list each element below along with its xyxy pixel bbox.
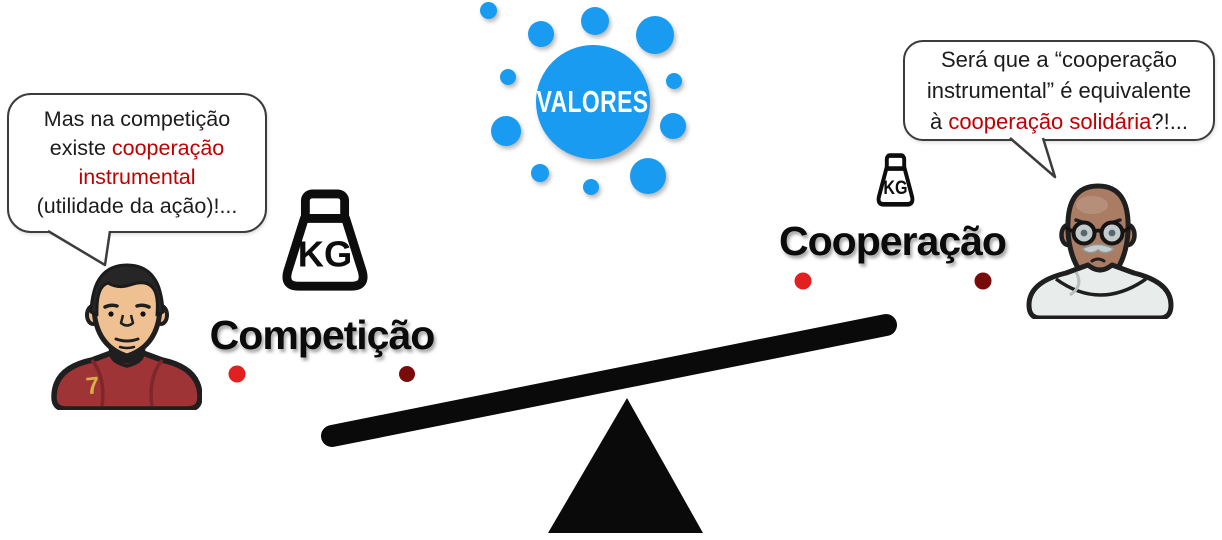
weight-kg-icon: KG (876, 153, 915, 207)
right-speech-bubble: Será que a “cooperação instrumental” é e… (903, 40, 1215, 141)
jersey-number: 7 (85, 372, 101, 400)
cooperacao-label: Cooperação (779, 218, 1007, 264)
robe-fold (1054, 277, 1147, 297)
cooperacao-underline (794, 272, 992, 290)
right-bubble-tail (1009, 137, 1057, 179)
burst-dot (630, 158, 666, 194)
collar (109, 351, 145, 368)
left-speech-bubble: Mas na competição existe cooperação inst… (7, 93, 267, 233)
bubble-line: (utilidade da ação)!... (36, 194, 238, 218)
burst-dot (491, 116, 521, 146)
valores-circle: VALORES (536, 45, 650, 159)
weight-kg-icon: KG (282, 189, 368, 291)
left-bubble-tail (47, 229, 112, 267)
gandhi-avatar (1026, 183, 1174, 319)
bubble-line: existe cooperação (49, 136, 225, 160)
mustache (1080, 243, 1116, 254)
burst-dot (660, 113, 686, 139)
bubble-line: Será que a “cooperação (940, 47, 1178, 72)
kg-label: KG (298, 234, 352, 275)
competicao-label: Competição (209, 312, 436, 358)
footballer-avatar: 7 (51, 263, 202, 410)
bubble-line: instrumental (78, 165, 196, 189)
bubble-line: Mas na competição (43, 107, 231, 131)
seesaw-fulcrum (548, 398, 703, 533)
valores-label: VALORES (537, 84, 649, 119)
seesaw-balance (321, 314, 897, 533)
burst-dot (528, 21, 554, 47)
seesaw-plank (321, 314, 897, 447)
kg-label: KG (883, 177, 907, 199)
robe (1026, 262, 1174, 319)
burst-dot (500, 69, 516, 85)
jersey (51, 350, 202, 410)
bubble-line: à cooperação solidária?!... (929, 109, 1189, 134)
bubble-line: instrumental” é equivalente (926, 78, 1192, 103)
burst-dot (480, 2, 497, 19)
burst-dot (636, 16, 674, 54)
burst-dot (531, 164, 549, 182)
burst-dot (583, 179, 599, 195)
burst-dot (666, 73, 682, 89)
competicao-underline (228, 365, 415, 383)
burst-dot (581, 7, 609, 35)
hair (89, 263, 165, 317)
